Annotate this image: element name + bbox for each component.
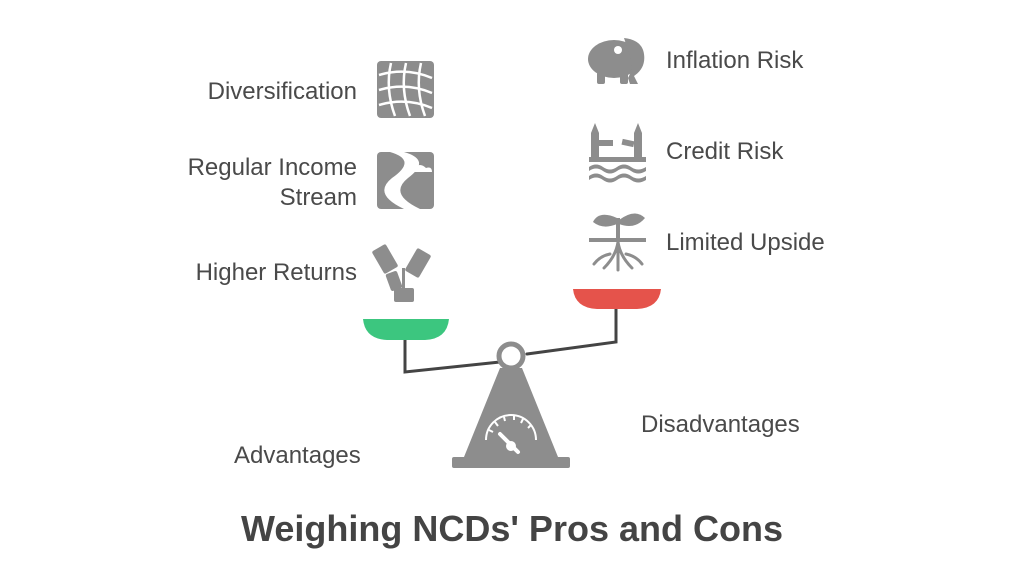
scale-beam	[403, 306, 618, 374]
gauge-icon	[485, 414, 537, 454]
disadvantage-label-limited-upside: Limited Upside	[666, 229, 825, 256]
advantage-label-higher-returns: Higher Returns	[195, 259, 357, 286]
disadvantages-pan	[573, 289, 661, 309]
disadvantage-label-credit: Credit Risk	[666, 138, 784, 165]
diagram-title: Weighing NCDs' Pros and Cons	[241, 508, 783, 549]
sprout-roots-icon	[589, 213, 646, 272]
broken-bridge-icon	[589, 123, 646, 183]
advantage-label-regular-income: Regular Income Stream	[187, 154, 357, 211]
winding-road-icon	[377, 152, 434, 209]
advantage-label-diversification: Diversification	[207, 78, 357, 105]
money-plant-icon	[372, 244, 431, 302]
disadvantages-heading: Disadvantages	[641, 411, 800, 438]
advantages-pan	[363, 319, 449, 340]
advantages-heading: Advantages	[234, 442, 361, 469]
piggy-bank-icon	[588, 38, 645, 84]
grid-icon	[377, 61, 434, 118]
disadvantage-label-inflation: Inflation Risk	[666, 47, 804, 74]
scale-base	[452, 368, 570, 468]
scale-pivot	[496, 341, 526, 371]
